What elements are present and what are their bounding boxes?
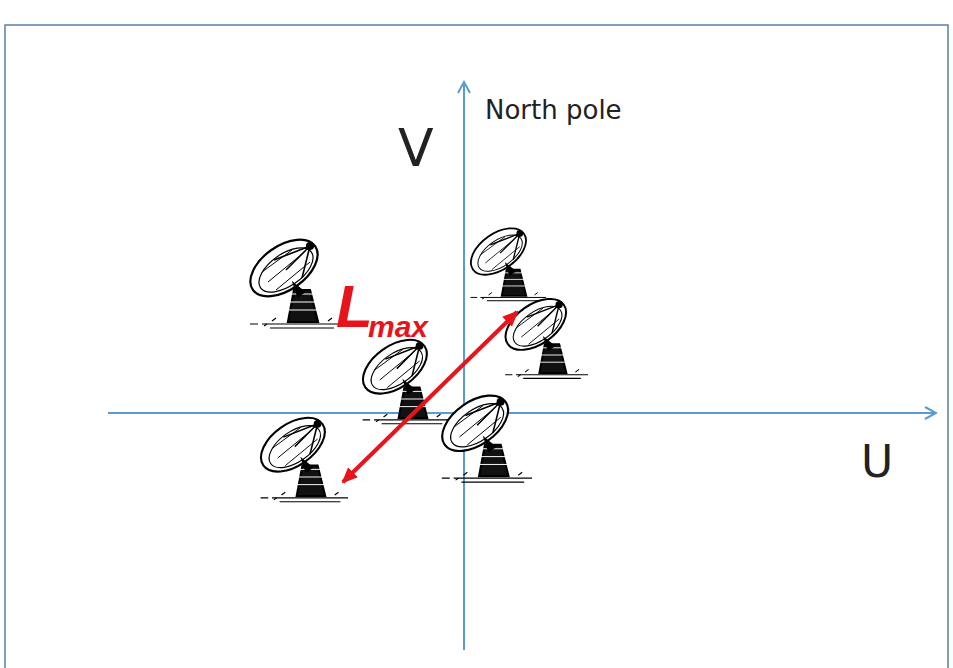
axis-name: V: [398, 122, 434, 174]
length-subscript: max: [368, 312, 428, 342]
length-symbol: L: [336, 277, 373, 337]
axis-name: U: [861, 440, 893, 484]
axis-note: North pole: [485, 97, 622, 123]
